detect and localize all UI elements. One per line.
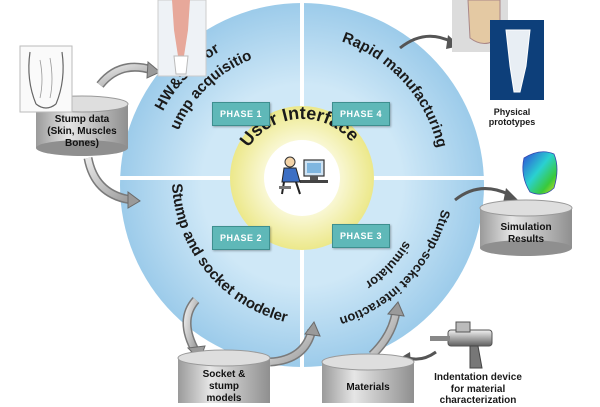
leg-photo-icon: [157, 0, 207, 77]
socket-models-cylinder: [177, 349, 271, 403]
arrow-phase3-to-simulation: [454, 187, 518, 203]
arrow-materials-to-phase3: [368, 301, 405, 359]
simulation-results-label: Simulation Results: [500, 222, 552, 245]
phase-2-box: PHASE 2: [212, 226, 270, 250]
fem-model-icon: [522, 151, 558, 195]
arrow-stump-to-phase1: [96, 60, 161, 88]
materials-label: Materials: [346, 382, 390, 393]
center-disc: [264, 140, 340, 216]
phase-4-box: PHASE 4: [332, 102, 390, 126]
arrow-socket-to-phase3: [269, 321, 321, 367]
phase-3-box: PHASE 3: [332, 224, 390, 248]
arrow-stump-to-phase2: [83, 156, 141, 209]
socket-prototype-icon: [452, 0, 544, 100]
materials-cylinder: [321, 353, 415, 403]
stump-sketch-icon: [19, 45, 73, 113]
indentation-device-caption: Indentation device for material characte…: [434, 372, 522, 406]
stump-data-label: Stump data (Skin, Muscles Bones): [47, 114, 117, 149]
indentation-device-icon: [430, 321, 493, 369]
user-computer-icon: [279, 156, 328, 195]
simulation-results-cylinder: [479, 199, 573, 256]
stump-data-cylinder: [35, 95, 129, 156]
socket-models-label: Socket & stump models: [202, 369, 246, 404]
phase-1-box: PHASE 1: [212, 102, 270, 126]
physical-prototypes-caption: Physical prototypes: [488, 107, 536, 128]
